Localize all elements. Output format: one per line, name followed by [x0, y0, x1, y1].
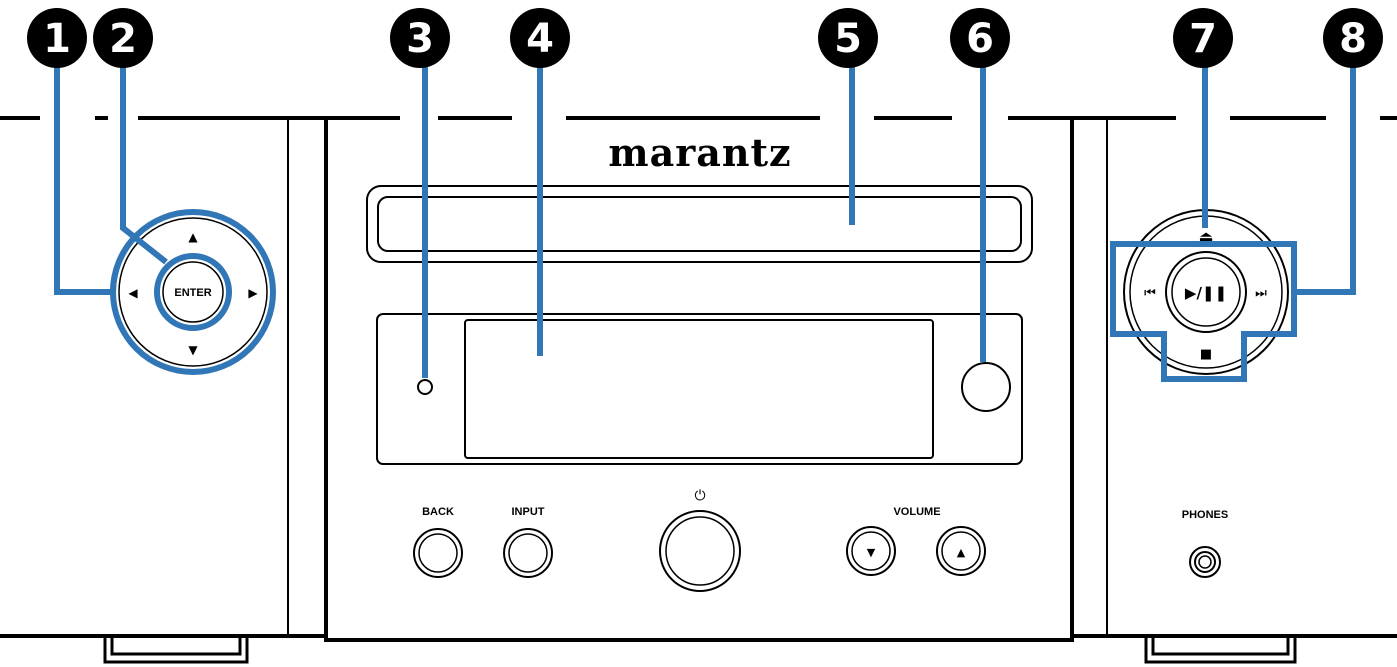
back-label: BACK: [422, 506, 454, 518]
callout-badge-6: 6: [950, 8, 1010, 68]
volume-label: VOLUME: [893, 506, 940, 518]
transport-pad[interactable]: ▶/❚❚ ⏏ ■ ⏮ ⏭: [1123, 209, 1289, 375]
callout-number-5: 5: [834, 16, 862, 62]
standby-indicator: [417, 379, 433, 395]
volume-down-button[interactable]: [846, 526, 896, 576]
callout-badge-7: 7: [1173, 8, 1233, 68]
cursor-down-icon[interactable]: ▼: [188, 343, 198, 357]
callout-number-4: 4: [526, 16, 554, 62]
callout-badge-4: 4: [510, 8, 570, 68]
callout-number-6: 6: [966, 16, 994, 62]
volume-up-icon[interactable]: ▲: [957, 546, 966, 559]
enter-button-label[interactable]: ENTER: [174, 287, 211, 299]
callout-badge-8: 8: [1323, 8, 1383, 68]
back-button[interactable]: [413, 528, 463, 578]
cursor-right-icon[interactable]: ▶: [248, 286, 258, 300]
callout-number-1: 1: [43, 16, 71, 62]
callout-badge-3: 3: [390, 8, 450, 68]
stop-icon[interactable]: ■: [1200, 347, 1212, 362]
callout-number-3: 3: [406, 16, 434, 62]
next-track-icon[interactable]: ⏭: [1255, 286, 1267, 301]
cursor-up-icon[interactable]: ▲: [188, 230, 198, 244]
volume-up-button[interactable]: [936, 526, 986, 576]
display-panel: [376, 313, 1023, 465]
brand-logo: marantz: [608, 130, 791, 175]
phones-label: PHONES: [1182, 509, 1228, 521]
previous-track-icon[interactable]: ⏮: [1144, 286, 1156, 301]
cursor-left-icon[interactable]: ◀: [128, 286, 138, 300]
disc-slot: [366, 185, 1033, 263]
callout-badges: 1 2 3 4 5 6 7 8: [27, 8, 1383, 68]
remote-sensor: [961, 362, 1011, 412]
display-window: [464, 319, 934, 459]
power-button[interactable]: [659, 510, 741, 592]
play-pause-icon[interactable]: ▶/❚❚: [1185, 284, 1227, 302]
device-body: [0, 116, 1397, 664]
power-icon: ⏻: [694, 488, 705, 504]
callout-pointers: [54, 60, 1356, 382]
lower-controls: BACK INPUT ⏻ VOLUME ▼ ▲ PHONES: [413, 488, 1228, 592]
input-button[interactable]: [503, 528, 553, 578]
callout-number-8: 8: [1339, 16, 1367, 62]
callout-number-2: 2: [109, 16, 137, 62]
input-label: INPUT: [512, 506, 545, 518]
volume-down-icon[interactable]: ▼: [867, 546, 876, 559]
callout-number-7: 7: [1189, 16, 1217, 62]
callout-badge-2: 2: [93, 8, 153, 68]
callout-badge-1: 1: [27, 8, 87, 68]
callout-badge-5: 5: [818, 8, 878, 68]
